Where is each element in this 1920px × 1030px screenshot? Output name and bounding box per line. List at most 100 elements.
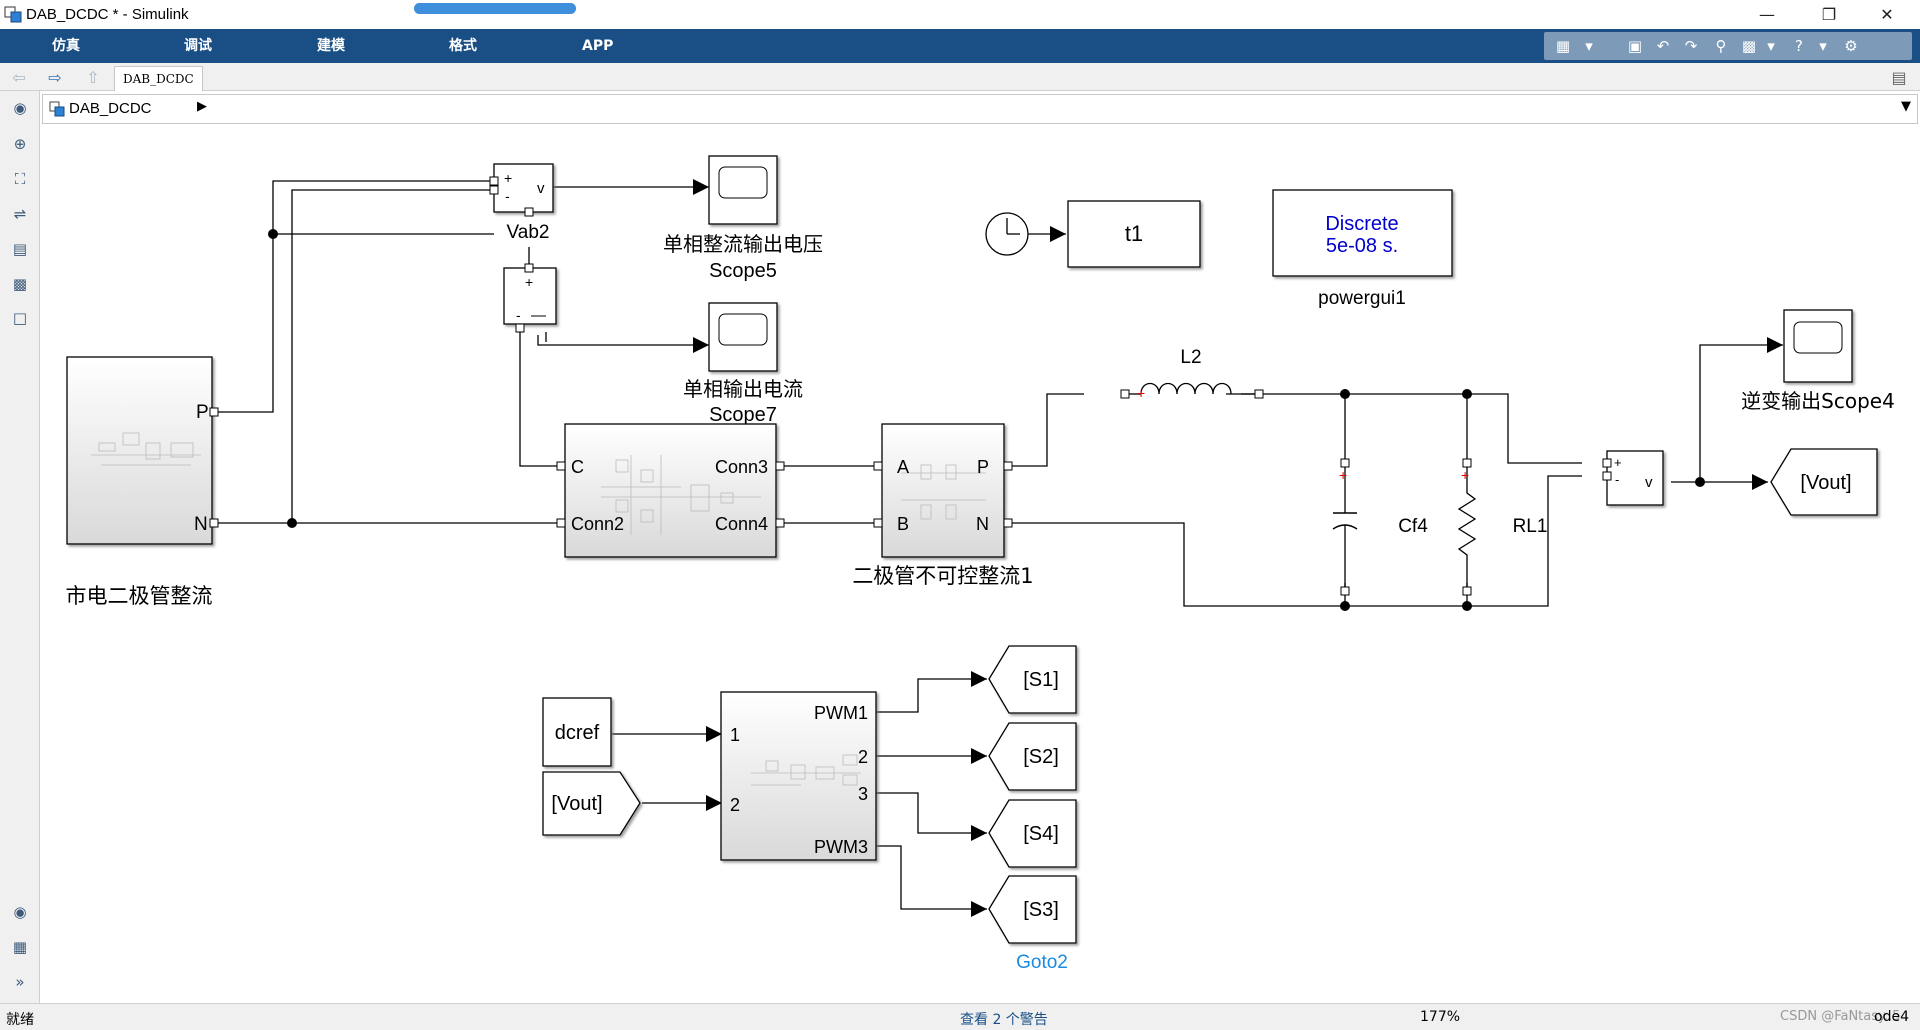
scope4-block[interactable]: 逆变输出Scope4 <box>1741 309 1895 413</box>
goto-vout-block[interactable]: [Vout] <box>1770 448 1878 516</box>
powergui-block[interactable]: Discrete 5e-08 s. powergui1 <box>1272 189 1453 309</box>
help-icon[interactable]: ? <box>1795 37 1803 55</box>
image-icon[interactable]: ▩ <box>12 275 28 293</box>
bridge-port-c: C <box>571 457 584 477</box>
t1-display-block[interactable]: t1 <box>1067 200 1201 268</box>
dcref-constant-block[interactable]: dcref <box>542 697 612 767</box>
diode-port-n: N <box>976 514 989 534</box>
breadcrumb[interactable]: DAB_DCDC <box>69 100 152 117</box>
output-voltage-measurement[interactable]: + - v <box>1602 450 1664 506</box>
zoom-level: 177% <box>1420 1009 1461 1025</box>
current-measurement-block[interactable]: + - <box>503 263 557 333</box>
settings-icon[interactable]: ⚙ <box>1844 37 1858 55</box>
warnings-link[interactable]: 查看 2 个警告 <box>960 1012 1048 1028</box>
vab2-plus-label: + <box>504 170 512 186</box>
solver-name[interactable]: ode4 <box>1874 1009 1909 1025</box>
diode-rectifier-subsystem[interactable]: A P B N 二极管不可控整流1 <box>852 423 1034 588</box>
menu-modeling[interactable]: 建模 <box>317 38 345 54</box>
chevron-down-icon[interactable]: ▾ <box>1585 37 1593 55</box>
forward-arrow-icon[interactable]: ⇨ <box>48 67 62 87</box>
controller-input-2: 2 <box>730 795 740 815</box>
annotation-icon[interactable]: ▤ <box>12 240 28 258</box>
controller-output-pwm1: PWM1 <box>814 703 868 723</box>
inductor-l2[interactable]: + L2 <box>1120 347 1264 401</box>
goto-vout-label: [Vout] <box>1800 472 1851 494</box>
bridge-subsystem[interactable]: C Conn3 Conn2 Conn4 <box>556 423 785 558</box>
close-icon[interactable]: ✕ <box>1880 5 1894 24</box>
minimize-icon[interactable]: — <box>1759 5 1775 24</box>
area-icon[interactable]: □ <box>12 309 28 327</box>
back-arrow-icon[interactable]: ⇦ <box>12 67 26 87</box>
camera-icon[interactable]: ◉ <box>13 903 27 921</box>
pwm-controller-subsystem[interactable]: 1 2 PWM1 2 3 PWM3 <box>720 691 877 861</box>
goto-s1-block[interactable]: [S1] <box>988 645 1077 714</box>
goto-s1-label: [S1] <box>1023 669 1059 691</box>
physical-wires <box>214 180 1582 607</box>
goto-s4-label: [S4] <box>1023 823 1059 845</box>
inductor-name: L2 <box>1180 347 1201 368</box>
clock-block[interactable] <box>985 212 1029 256</box>
search-icon[interactable]: ⚲ <box>1715 37 1727 55</box>
up-arrow-icon[interactable]: ⇧ <box>86 67 100 87</box>
scope7-block[interactable]: 单相输出电流 Scope7 <box>683 302 803 426</box>
restore-icon[interactable]: ❐ <box>1821 5 1837 24</box>
scope5-block[interactable]: 单相整流输出电压 Scope5 <box>663 155 823 282</box>
save-icon[interactable]: ▣ <box>1627 37 1643 55</box>
goto-s2-label: [S2] <box>1023 746 1059 768</box>
explorer-bar-icon[interactable]: ◉ <box>13 99 27 117</box>
build-progress-bar <box>414 3 576 14</box>
goto-s3-block[interactable]: [S3] Goto2 <box>988 875 1077 973</box>
goto-s4-block[interactable]: [S4] <box>988 799 1077 868</box>
address-bar[interactable]: DAB_DCDC ▶ ▼ <box>42 94 1918 124</box>
from-vout-label: [Vout] <box>551 793 602 815</box>
tab-model[interactable]: DAB_DCDC <box>114 66 203 91</box>
goto-s3-label: [S3] <box>1023 899 1059 921</box>
block-diagram[interactable]: + - v Vab2 单相整流输出电压 Scope5 + - 单相输出电流 Sc… <box>41 125 1920 1003</box>
dcref-label: dcref <box>555 722 600 744</box>
svg-text:+: + <box>1461 467 1469 483</box>
arrow-icon[interactable]: ⇌ <box>13 205 27 223</box>
capacitor-name: Cf4 <box>1398 516 1428 537</box>
from-vout-block[interactable]: [Vout] <box>542 771 641 836</box>
property-inspector-icon[interactable]: ▦ <box>12 938 28 956</box>
svg-text:+: + <box>1339 467 1347 483</box>
scope7-caption: 单相输出电流 <box>683 377 803 401</box>
scope7-name: Scope7 <box>709 404 777 426</box>
scope5-name: Scope5 <box>709 260 777 282</box>
redo-icon[interactable]: ↷ <box>1684 37 1698 55</box>
chevron-down-icon[interactable]: ▾ <box>1819 37 1827 55</box>
scope4-caption: 逆变输出Scope4 <box>1741 389 1895 413</box>
expand-icon[interactable]: » <box>15 973 25 991</box>
chevron-down-icon[interactable]: ▼ <box>1901 99 1911 114</box>
menu-debug[interactable]: 调试 <box>184 38 212 54</box>
hide-explorer-icon[interactable]: ▤ <box>1891 67 1907 87</box>
fit-view-icon[interactable]: ▩ <box>1741 37 1757 55</box>
breadcrumb-arrow-icon[interactable]: ▶ <box>197 99 207 114</box>
zoom-in-icon[interactable]: ⊕ <box>13 135 27 153</box>
menu-apps[interactable]: APP <box>582 38 614 54</box>
simulink-app-icon <box>4 6 22 23</box>
menu-simulation[interactable]: 仿真 <box>52 38 80 54</box>
goto2-name: Goto2 <box>1016 952 1068 973</box>
vab2-voltage-measurement[interactable]: + - v Vab2 <box>489 163 554 243</box>
current-plus-label: + <box>525 274 533 290</box>
resistor-rl1[interactable]: + RL1 <box>1457 458 1547 596</box>
controller-output-2: 2 <box>858 747 868 767</box>
scope5-caption: 单相整流输出电压 <box>663 232 823 256</box>
rectifier-name: 市电二极管整流 <box>66 584 213 608</box>
capacitor-cf4[interactable]: + Cf4 <box>1332 458 1428 596</box>
bridge-port-conn4: Conn4 <box>715 514 768 534</box>
library-browser-icon[interactable]: ▦ <box>1555 37 1571 55</box>
menu-format[interactable]: 格式 <box>449 38 477 54</box>
window-title: DAB_DCDC * - Simulink <box>26 6 189 23</box>
powergui-name: powergui1 <box>1318 288 1406 309</box>
powergui-mode: Discrete <box>1325 213 1398 235</box>
controller-output-pwm3: PWM3 <box>814 837 868 857</box>
undo-icon[interactable]: ↶ <box>1656 37 1670 55</box>
rectifier-port-p: P <box>196 402 209 423</box>
fit-to-view-icon[interactable]: ⛶ <box>14 170 26 188</box>
model-canvas[interactable]: + - v Vab2 单相整流输出电压 Scope5 + - 单相输出电流 Sc… <box>41 125 1920 1003</box>
goto-s2-block[interactable]: [S2] <box>988 722 1077 791</box>
chevron-down-icon[interactable]: ▾ <box>1767 37 1775 55</box>
rectifier-subsystem[interactable]: P N 市电二极管整流 <box>66 356 219 608</box>
